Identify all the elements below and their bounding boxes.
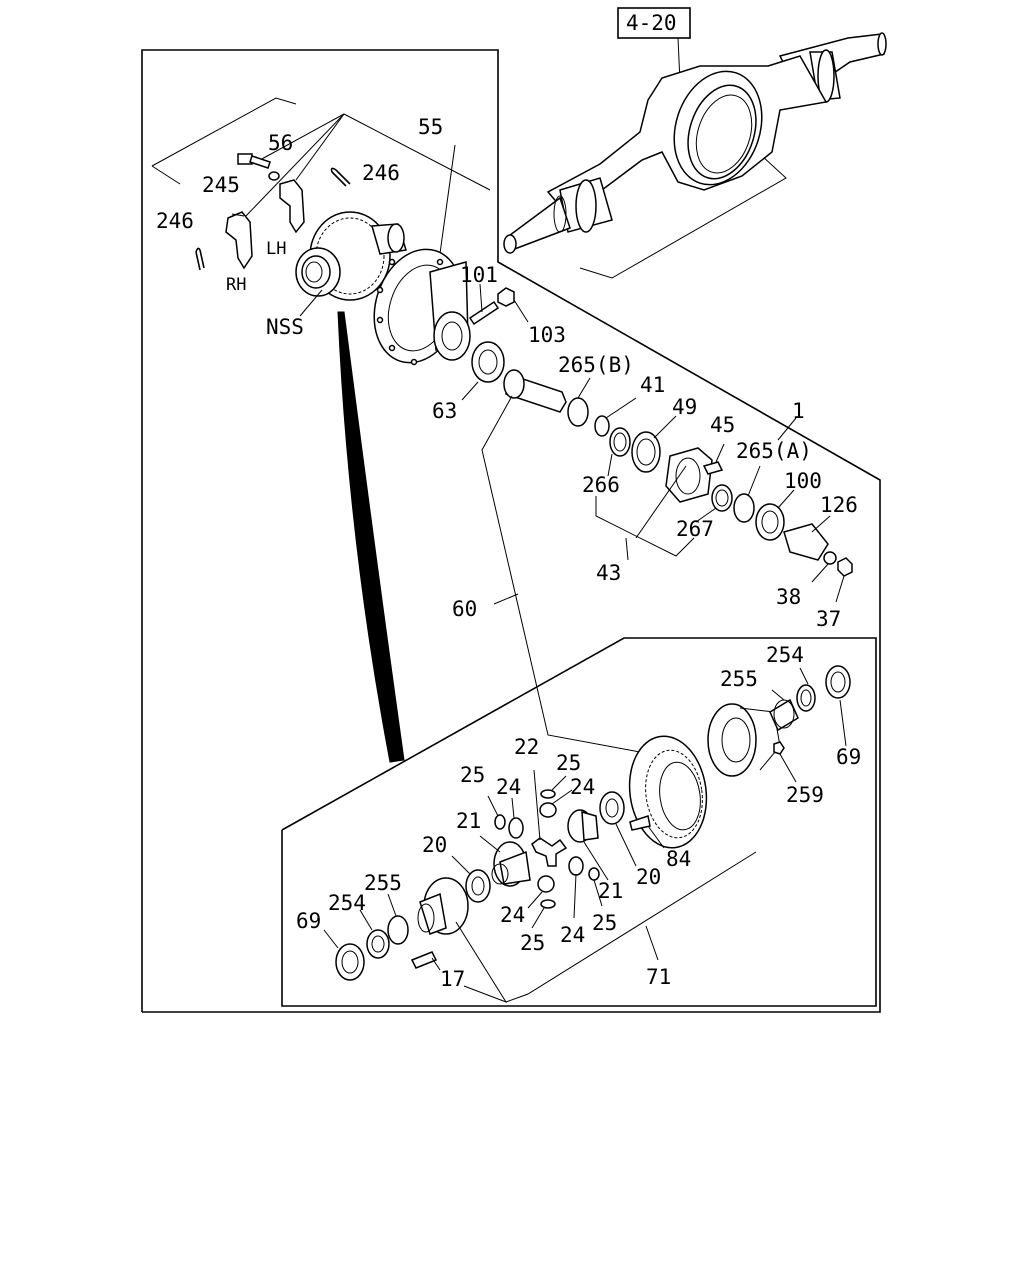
main-frame xyxy=(141,49,881,1013)
callout-24-a: 24 xyxy=(496,775,521,799)
callout-265a: 265(A) xyxy=(736,439,812,463)
callout-24-d: 24 xyxy=(560,923,585,947)
callout-labels: 1 17 20 20 21 21 22 24 24 24 24 25 25 25… xyxy=(156,115,861,991)
stud-and-nut xyxy=(468,283,529,326)
tag-nss: NSS xyxy=(266,315,304,339)
callout-126: 126 xyxy=(820,493,858,517)
callout-100: 100 xyxy=(784,469,822,493)
callout-63: 63 xyxy=(432,399,457,423)
callout-246-left: 246 xyxy=(156,209,194,233)
callout-71: 71 xyxy=(646,965,671,989)
callout-20-left: 20 xyxy=(422,833,447,857)
callout-69-right: 69 xyxy=(836,745,861,769)
side-tags: RH LH NSS xyxy=(226,239,304,339)
differential-parts xyxy=(323,665,851,1003)
callout-56: 56 xyxy=(268,131,293,155)
callout-245: 245 xyxy=(202,173,240,197)
assembly-swoosh xyxy=(337,311,405,763)
callout-21-left: 21 xyxy=(456,809,481,833)
callout-266: 266 xyxy=(582,473,620,497)
tag-lh: LH xyxy=(266,239,286,259)
callout-1: 1 xyxy=(792,399,805,423)
callout-43: 43 xyxy=(596,561,621,585)
callout-49: 49 xyxy=(672,395,697,419)
lock-washer xyxy=(268,171,280,181)
callout-255-right: 255 xyxy=(720,667,758,691)
callout-254-left: 254 xyxy=(328,891,366,915)
bearing-cap-rh xyxy=(225,211,253,270)
cotter-pin-left xyxy=(195,247,205,271)
callout-25-b: 25 xyxy=(556,751,581,775)
callout-69-left: 69 xyxy=(296,909,321,933)
pinion-components xyxy=(461,341,853,603)
callout-55: 55 xyxy=(418,115,443,139)
callout-25-d: 25 xyxy=(592,911,617,935)
callout-45: 45 xyxy=(710,413,735,437)
carrier-assembly xyxy=(295,211,407,317)
callout-246-right: 246 xyxy=(362,161,400,185)
callout-25-c: 25 xyxy=(520,931,545,955)
callout-255-left: 255 xyxy=(364,871,402,895)
callout-41: 41 xyxy=(640,373,665,397)
callout-25-a: 25 xyxy=(460,763,485,787)
callout-259: 259 xyxy=(786,783,824,807)
callout-37: 37 xyxy=(816,607,841,631)
carrier-housing xyxy=(373,144,471,366)
callout-20-right: 20 xyxy=(636,865,661,889)
callout-254-right: 254 xyxy=(766,643,804,667)
cap-bolt xyxy=(237,153,271,169)
callout-103: 103 xyxy=(528,323,566,347)
cotter-pin xyxy=(330,167,351,187)
callout-101: 101 xyxy=(460,263,498,287)
callout-24-c: 24 xyxy=(500,903,525,927)
callout-38: 38 xyxy=(776,585,801,609)
callout-265b: 265(B) xyxy=(558,353,634,377)
axle-housing xyxy=(503,32,887,279)
callout-267: 267 xyxy=(676,517,714,541)
callout-21-right: 21 xyxy=(598,879,623,903)
differential-frame xyxy=(281,637,877,1007)
callout-84: 84 xyxy=(666,847,691,871)
bearing-cap-group xyxy=(151,97,491,271)
tag-rh: RH xyxy=(226,275,246,295)
callout-60: 60 xyxy=(452,597,477,621)
callout-24-b: 24 xyxy=(570,775,595,799)
pinion-leader xyxy=(481,395,641,753)
callout-17: 17 xyxy=(440,967,465,991)
reference-box: 4-20 xyxy=(617,7,691,83)
bearing-cap-lh xyxy=(279,179,305,234)
callout-22: 22 xyxy=(514,735,539,759)
reference-label: 4-20 xyxy=(626,11,677,35)
